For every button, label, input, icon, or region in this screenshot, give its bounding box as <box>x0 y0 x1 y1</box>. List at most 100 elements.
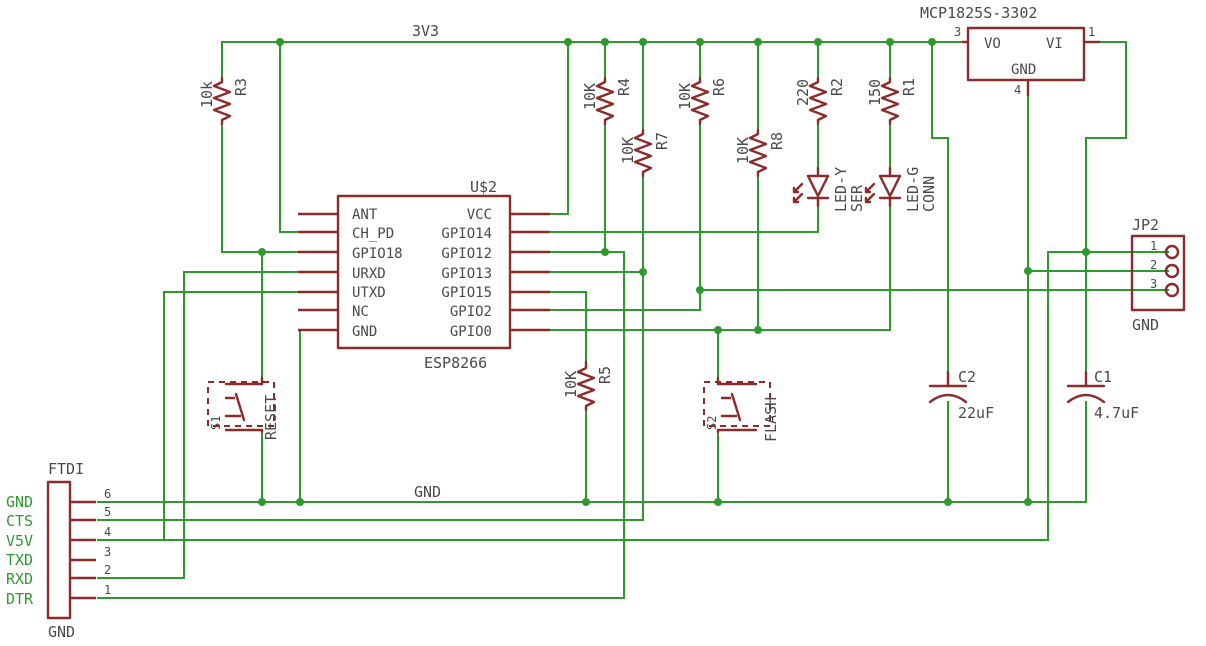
switch-flash[interactable]: S2 FLASH <box>703 376 780 442</box>
r1-value: 150 <box>866 79 884 106</box>
ftdi-pin: 6 <box>104 487 111 501</box>
esp-pin-label: ANT <box>352 207 378 223</box>
esp-pin-label: GPIO0 <box>450 324 492 340</box>
r6-value: 10K <box>676 83 694 110</box>
ftdi-signal: TXD <box>6 551 33 569</box>
r7-value: 10K <box>619 137 637 164</box>
ftdi-pin: 5 <box>104 505 111 519</box>
resistor-r5: 10K R5 <box>562 360 614 412</box>
wire-reg-vi <box>1085 41 1127 373</box>
junctions <box>258 38 1090 506</box>
net-wires <box>97 41 1169 599</box>
r5-ref: R5 <box>596 366 614 384</box>
regulator-gnd: GND <box>1011 62 1036 78</box>
jp2-value: GND <box>1132 316 1159 334</box>
r2-ref: R2 <box>828 78 846 96</box>
ftdi-pin: 4 <box>104 525 111 539</box>
r8-ref: R8 <box>768 132 786 150</box>
wire-c2-top <box>931 41 949 373</box>
ftdi-signal: DTR <box>6 590 34 608</box>
esp-ref: U$2 <box>470 178 497 196</box>
jp2-pin: 1 <box>1150 239 1157 253</box>
esp-pin-label: NC <box>352 304 369 320</box>
r4-value: 10K <box>581 83 599 110</box>
resistor-r1: 150 R1 <box>866 76 918 126</box>
switch-reset[interactable]: S1 RESET <box>207 376 280 440</box>
wire-esp-gnd <box>299 329 319 503</box>
jp2-pin: 2 <box>1150 258 1157 272</box>
wire-vcc <box>519 41 569 215</box>
esp-pin-label: UTXD <box>352 285 386 301</box>
jp2-ref: JP2 <box>1132 216 1159 234</box>
regulator: MCP1825S-3302 VO VI GND 3 1 4 <box>920 4 1100 97</box>
ftdi-signal: CTS <box>6 512 33 530</box>
resistor-r3: 10k R3 <box>198 76 250 126</box>
led-g-label: CONN <box>920 176 938 212</box>
ftdi-ref: FTDI <box>48 460 84 478</box>
resistor-r6: 10K R6 <box>676 76 728 126</box>
wire-gpio12 <box>97 251 625 599</box>
s1-ref: S1 <box>209 416 223 430</box>
r8-value: 10K <box>734 137 752 164</box>
c2-ref: C2 <box>958 368 976 386</box>
esp-pin-label: GPIO15 <box>441 285 492 301</box>
wire-gpio2 <box>519 123 701 311</box>
c1-value: 4.7uF <box>1094 404 1139 422</box>
ftdi-signal: GND <box>6 493 33 511</box>
r5-value: 10K <box>562 371 580 398</box>
wire-gpio15 <box>519 291 587 363</box>
s2-value: FLASH <box>762 397 780 442</box>
c1-ref: C1 <box>1094 368 1112 386</box>
s2-ref: S2 <box>705 416 719 430</box>
resistor-r2: 220 R2 <box>794 76 846 126</box>
resistor-r7: 10K R7 <box>619 128 671 178</box>
wire-gpio0 <box>519 205 891 331</box>
led-green: LED-G CONN <box>864 166 938 212</box>
r4-ref: R4 <box>615 78 633 96</box>
esp-value: ESP8266 <box>424 354 487 372</box>
resistor-r8: 10K R8 <box>734 128 786 178</box>
capacitor-c2: C2 22uF <box>928 368 994 422</box>
esp-pin-label: GND <box>352 324 377 340</box>
regulator-vi: VI <box>1046 36 1063 52</box>
r3-ref: R3 <box>232 78 250 96</box>
resistor-r4: 10K R4 <box>581 76 633 126</box>
wire-urxd <box>97 271 319 579</box>
r2-value: 220 <box>794 79 812 106</box>
ftdi-pin: 2 <box>104 563 111 577</box>
regulator-pin-vi: 1 <box>1088 25 1095 39</box>
ftdi-pin: 3 <box>104 545 111 559</box>
led-y-label: SER <box>848 184 866 212</box>
r3-value: 10k <box>198 81 216 108</box>
s1-value: RESET <box>262 395 280 440</box>
esp-pin-label: CH_PD <box>352 226 394 242</box>
esp-pin-label: GPIO13 <box>441 266 492 282</box>
esp8266-chip: U$2 ESP8266 ANT CH_PD GPIO18 URXD UTXD N… <box>298 178 550 372</box>
regulator-pin-vo: 3 <box>954 25 961 39</box>
jp2-pin: 3 <box>1150 277 1157 291</box>
c2-value: 22uF <box>958 404 994 422</box>
wire-v5v <box>97 251 1087 541</box>
regulator-pin-gnd: 4 <box>1014 83 1021 97</box>
r1-ref: R1 <box>900 78 918 96</box>
esp-pin-label: URXD <box>352 266 386 282</box>
wire-chpd <box>279 41 319 233</box>
connector-jp2: JP2 1 2 3 GND <box>1130 216 1186 334</box>
ftdi-header: FTDI GND GND CTS V5V TXD RXD DTR 6 5 4 3… <box>6 460 111 641</box>
regulator-vo: VO <box>984 36 1001 52</box>
esp-pin-label: GPIO2 <box>450 304 492 320</box>
esp-pin-label: GPIO14 <box>441 226 492 242</box>
wire-gpio13 <box>97 271 644 521</box>
ftdi-pin: 1 <box>104 583 111 597</box>
regulator-ref: MCP1825S-3302 <box>920 4 1037 22</box>
net-label-3v3: 3V3 <box>412 22 439 40</box>
ftdi-signal: RXD <box>6 570 33 588</box>
led-yellow: LED-Y SER <box>792 166 866 212</box>
wire-r3-bottom <box>221 123 319 253</box>
ftdi-signal: V5V <box>6 532 33 550</box>
esp-pin-label: VCC <box>467 207 492 223</box>
esp-pin-label: GPIO18 <box>352 246 403 262</box>
ftdi-value: GND <box>48 623 75 641</box>
r7-ref: R7 <box>653 132 671 150</box>
